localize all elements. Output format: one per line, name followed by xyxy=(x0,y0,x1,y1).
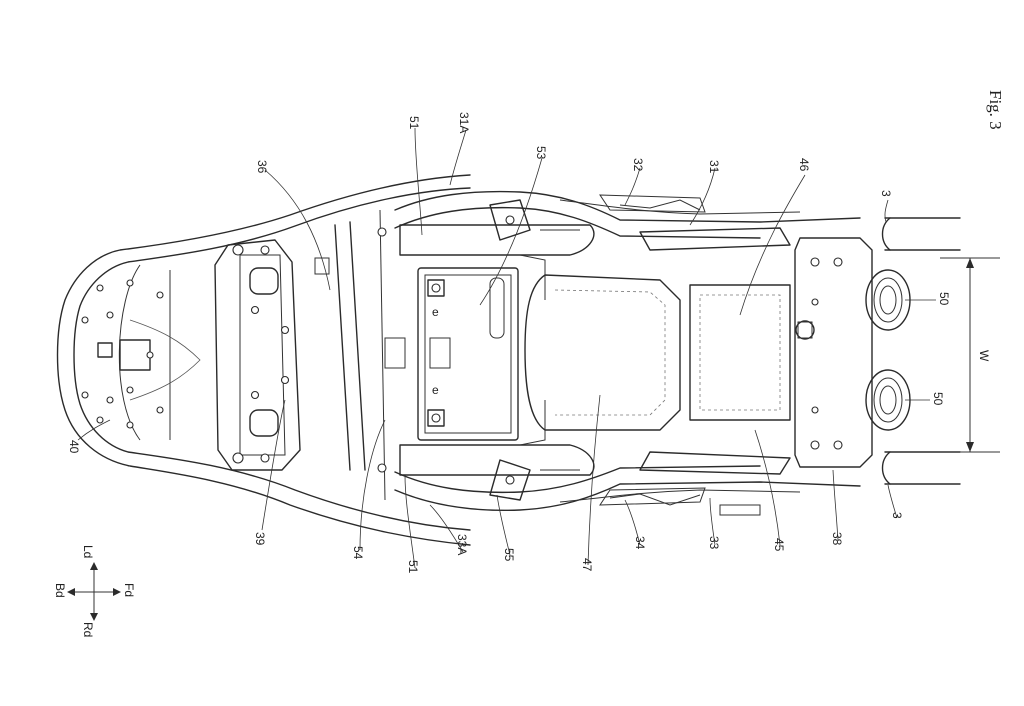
direction-indicator: Ld Bd Fd Rd xyxy=(53,545,136,637)
leader-lines xyxy=(77,127,937,569)
ref-label-54: 54 xyxy=(351,546,365,560)
ref-label-46: 46 xyxy=(797,158,811,172)
ref-label-55: 55 xyxy=(502,548,516,562)
direction-label-right: Rd xyxy=(81,622,95,637)
ref-label-34: 34 xyxy=(633,536,647,550)
ref-label-31A: 31A xyxy=(457,112,471,133)
ref-label-32: 32 xyxy=(631,158,645,172)
direction-label-backward: Bd xyxy=(53,583,67,598)
direction-label-left: Ld xyxy=(81,545,95,558)
ref-label-51-bottom: 51 xyxy=(406,560,420,574)
ref-label-31: 31 xyxy=(707,160,721,174)
ref-label-50-lower: 50 xyxy=(931,392,945,406)
ref-label-40: 40 xyxy=(67,440,81,454)
ref-label-45: 45 xyxy=(772,538,786,552)
ref-label-51-top: 51 xyxy=(407,116,421,130)
dimension-label-W: W xyxy=(977,350,991,362)
ref-label-50-upper: 50 xyxy=(937,292,951,306)
ref-label-33A: 33A xyxy=(455,534,469,555)
ref-label-53: 53 xyxy=(534,146,548,160)
reference-labels: 3 3 31 31A 32 33 33A 34 36 38 39 40 45 4… xyxy=(67,112,991,574)
ref-label-3-bottom: 3 xyxy=(890,512,904,519)
ref-label-3-top: 3 xyxy=(879,190,893,197)
direction-label-forward: Fd xyxy=(122,583,136,597)
vehicle-frame-drawing: e e xyxy=(56,174,1000,546)
figure-caption: Fig. 3 xyxy=(986,90,1005,130)
ref-label-38: 38 xyxy=(830,532,844,546)
svg-text:e: e xyxy=(432,305,439,319)
svg-text:e: e xyxy=(432,383,439,397)
ref-label-39: 39 xyxy=(253,532,267,546)
ref-label-33: 33 xyxy=(707,536,721,550)
ref-label-47: 47 xyxy=(580,558,594,572)
ref-label-36: 36 xyxy=(255,160,269,174)
